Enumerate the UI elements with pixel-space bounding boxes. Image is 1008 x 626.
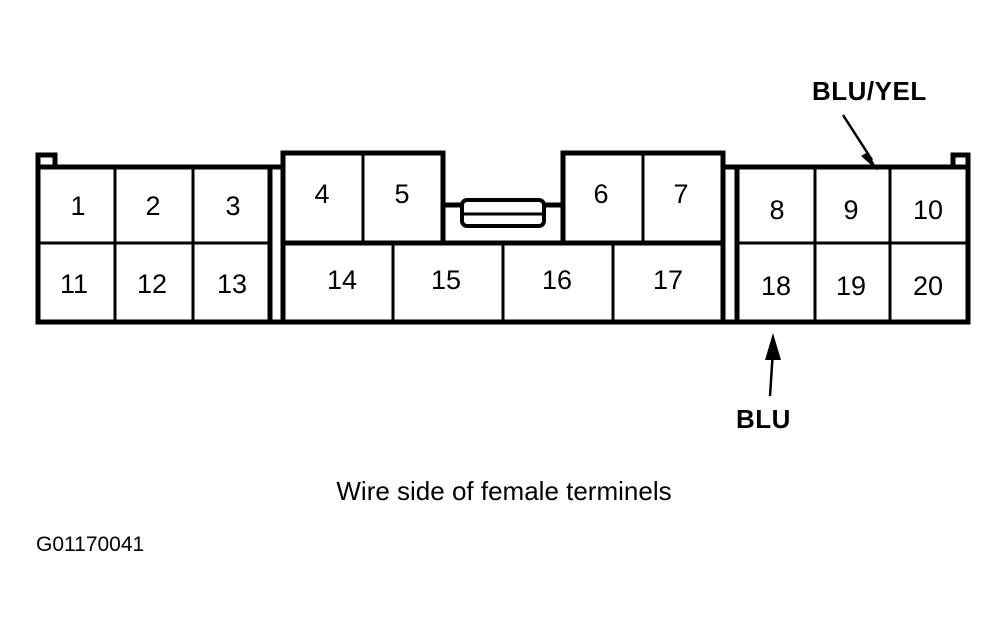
terminal-block-right	[734, 164, 971, 325]
arrow-head-blu-icon	[765, 333, 781, 360]
terminal-numbers-top-row: 1 2 3 4 5 6 7 8 9 10	[70, 179, 943, 225]
latch-tab-icon	[460, 198, 546, 228]
terminal-number-9: 9	[843, 195, 858, 225]
diagram-caption: Wire side of female terminels	[336, 476, 671, 506]
terminal-numbers-bottom-row: 11 12 13 14 15 16 17 18 19 20	[60, 265, 943, 301]
wire-callout-blu: BLU	[736, 333, 791, 434]
terminal-number-3: 3	[225, 191, 240, 221]
wire-callout-blu-yel: BLU/YEL	[812, 76, 927, 171]
reference-code: G01170041	[36, 533, 144, 556]
terminal-number-19: 19	[836, 271, 866, 301]
terminal-number-20: 20	[913, 271, 943, 301]
terminal-number-16: 16	[542, 265, 572, 295]
terminal-number-7: 7	[673, 179, 688, 209]
terminal-number-15: 15	[431, 265, 461, 295]
terminal-number-6: 6	[593, 179, 608, 209]
terminal-number-5: 5	[394, 179, 409, 209]
terminal-number-8: 8	[769, 195, 784, 225]
terminal-number-17: 17	[653, 265, 683, 295]
terminal-number-1: 1	[70, 191, 85, 221]
terminal-number-10: 10	[913, 195, 943, 225]
terminal-number-4: 4	[314, 179, 329, 209]
arrow-head-blu-yel-icon	[861, 152, 878, 171]
terminal-number-12: 12	[137, 269, 167, 299]
terminal-number-11: 11	[60, 269, 88, 299]
wire-label-blu-yel: BLU/YEL	[812, 76, 927, 106]
terminal-number-2: 2	[145, 191, 160, 221]
terminal-number-13: 13	[217, 269, 247, 299]
terminal-number-18: 18	[761, 271, 791, 301]
terminal-number-14: 14	[327, 265, 357, 295]
wire-label-blu: BLU	[736, 404, 791, 434]
